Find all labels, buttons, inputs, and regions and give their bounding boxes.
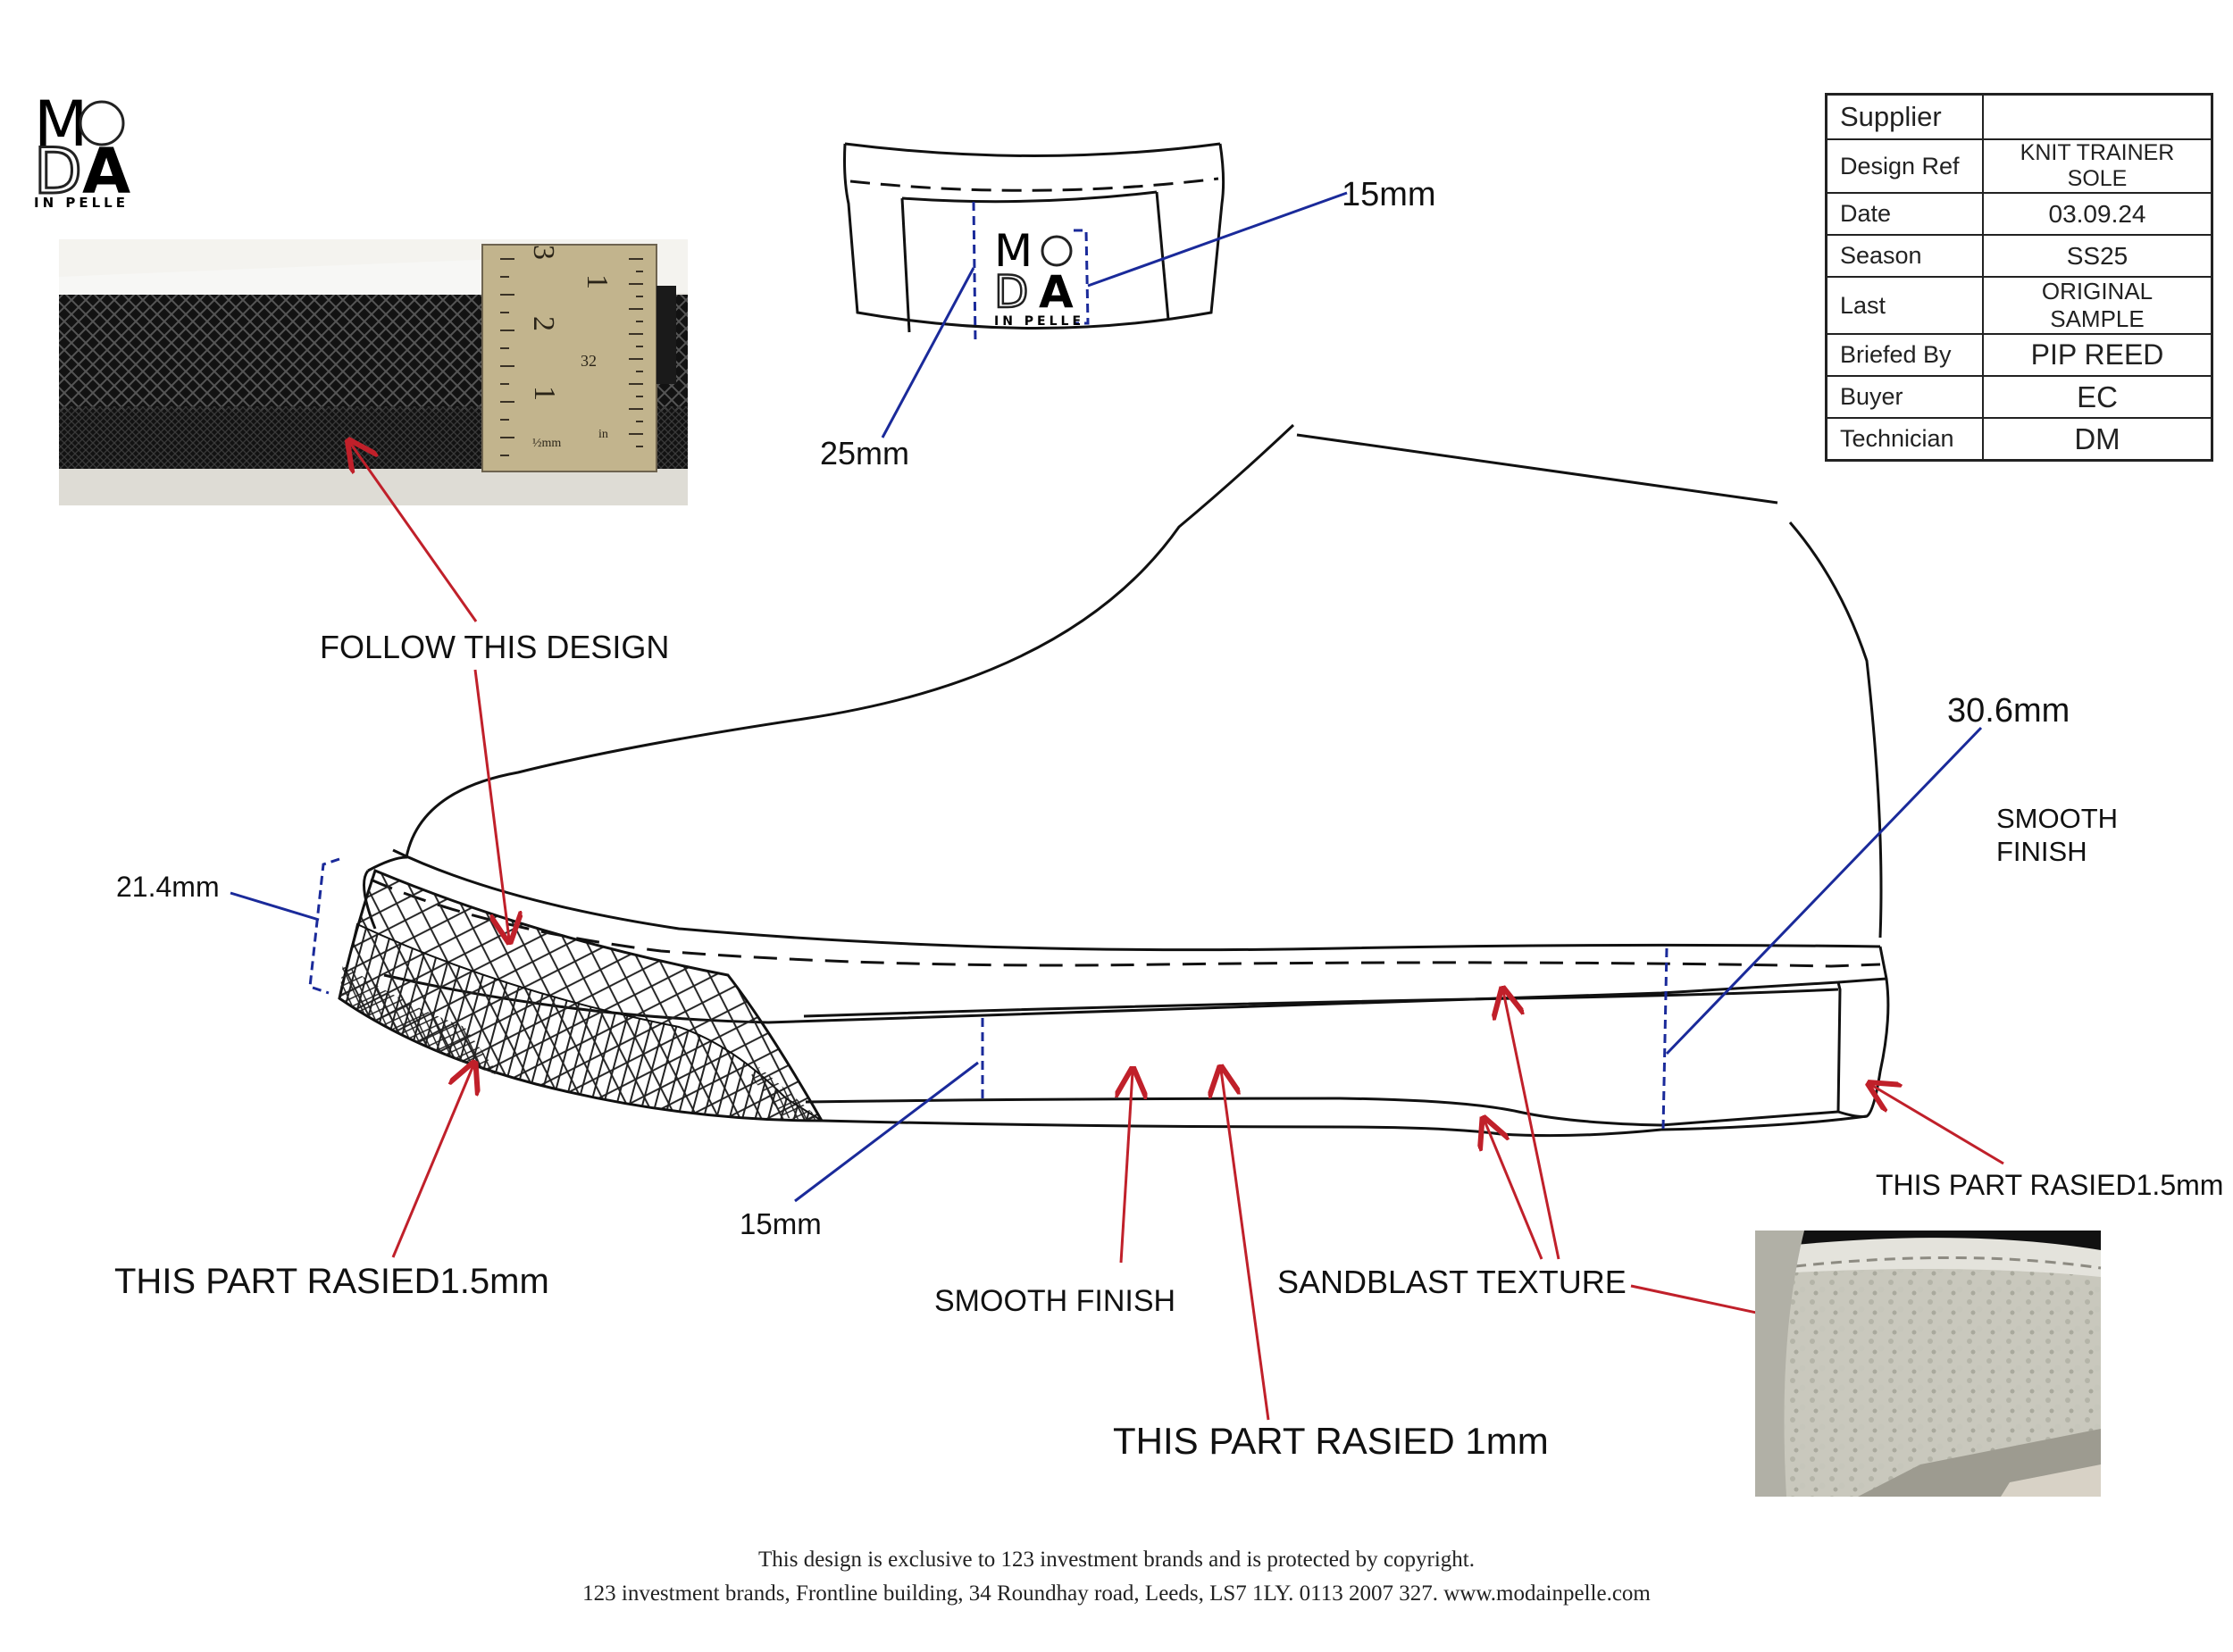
raised-1mm-note: THIS PART RASIED 1mm [1113,1420,1549,1462]
ruler-number-2: 2 [527,316,560,331]
heel-smooth-finish-line2: FINISH [1996,836,2087,867]
logo-subtitle: IN PELLE [34,195,129,211]
spec-value: DM [1982,417,2213,462]
blue-dimensions [230,191,1983,1203]
logo-letter-m: M [34,88,88,161]
spec-row-season: Season SS25 [1825,234,2213,278]
label-logo-letter-a: A [1039,266,1074,318]
spec-row-buyer: Buyer EC [1825,375,2213,419]
spec-row-briefed-by: Briefed By PIP REED [1825,333,2213,377]
spec-value [1982,93,2213,140]
toe-bumper [338,868,825,1122]
spec-key: Buyer [1825,375,1984,419]
spec-key: Briefed By [1825,333,1984,377]
spec-row-date: Date 03.09.24 [1825,192,2213,236]
spec-value: SS25 [1982,234,2213,278]
logo-letter-d: D [34,135,82,208]
ruler-number-3: 3 [527,245,560,260]
spec-value: KNIT TRAINER SOLE [1982,138,2213,194]
ruler-photo: 3 2 1 1 32 in ½mm [59,239,688,505]
spec-value: 03.09.24 [1982,192,2213,236]
smooth-finish-note: SMOOTH FINISH [934,1284,1175,1318]
spec-key: Last [1825,276,1984,335]
spec-key: Season [1825,234,1984,278]
toe-height-dimension: 21.4mm [116,871,220,903]
label-logo-letter-d: D [994,266,1029,318]
label-logo: M D A IN PELLE [993,225,1084,329]
ruler-number-1-right: 1 [581,274,614,289]
spec-row-technician: Technician DM [1825,417,2213,462]
spec-key: Date [1825,192,1984,236]
label-logo-letter-m: M [994,225,1033,277]
heel-height-dimension: 30.6mm [1947,692,2070,730]
heel-raised-note: THIS PART RASIED1.5mm [1876,1169,2223,1201]
spec-value: EC [1982,375,2213,419]
ruler-number-1: 1 [528,386,561,401]
ruler-label-in: in [598,428,608,441]
spec-value: ORIGINAL SAMPLE [1982,276,2213,335]
spec-key: Design Ref [1825,138,1984,194]
texture-photo [1755,1231,2102,1497]
brand-logo: M D A IN PELLE [33,88,131,211]
sandblast-texture-note: SANDBLAST TEXTURE [1277,1264,1627,1300]
ruler-label-mm: ½mm [532,437,561,450]
heel-label-diagram [843,142,1225,345]
spec-row-last: Last ORIGINAL SAMPLE [1825,276,2213,335]
ruler-label-32: 32 [581,352,597,370]
toe-raised-note: THIS PART RASIED1.5mm [114,1262,549,1301]
footer: This design is exclusive to 123 investme… [0,1543,2233,1611]
spec-row-design-ref: Design Ref KNIT TRAINER SOLE [1825,138,2213,194]
label-width-15mm: 15mm [1342,176,1436,213]
sole-band-dimension: 15mm [740,1207,822,1240]
copyright-line: This design is exclusive to 123 investme… [758,1548,1475,1572]
label-logo-circle-icon [1041,235,1073,267]
spec-value: PIP REED [1982,333,2213,377]
label-height-25mm: 25mm [820,435,909,471]
annotation-labels: 15mm 25mm FOLLOW THIS DESIGN 21.4mm 30.6… [114,176,2223,1462]
logo-circle-icon [79,100,125,146]
logo-letter-a: A [82,135,130,208]
spec-key: Supplier [1825,93,1984,140]
spec-table: Supplier Design Ref KNIT TRAINER SOLE Da… [1825,93,2213,462]
spec-row-supplier: Supplier [1825,93,2213,140]
label-logo-subtitle: IN PELLE [994,314,1084,329]
heel-smooth-finish-line1: SMOOTH [1996,803,2118,834]
address-line: 123 investment brands, Frontline buildin… [582,1581,1651,1606]
spec-key: Technician [1825,417,1984,462]
follow-design-note: FOLLOW THIS DESIGN [320,629,669,665]
